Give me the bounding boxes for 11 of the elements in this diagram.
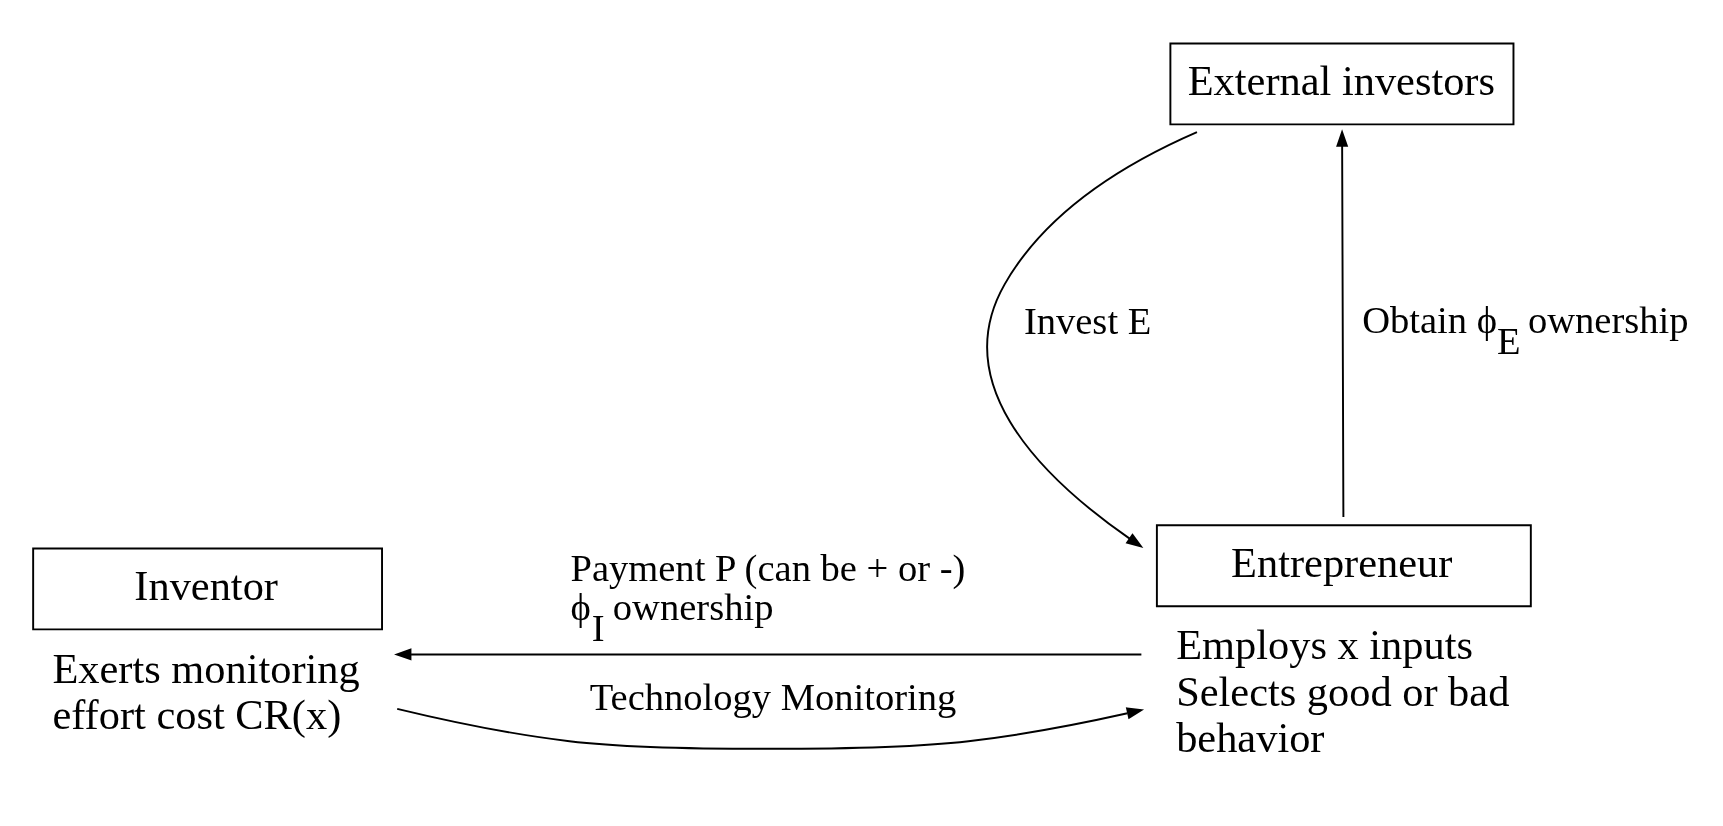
edge-label: Technology Monitoring [589, 675, 957, 718]
arrow [394, 647, 1143, 660]
arrow [986, 130, 1198, 548]
edge-label: Invest E [1023, 299, 1152, 342]
node-box: External investors [1169, 41, 1515, 125]
arrow [1336, 128, 1349, 518]
arrow [396, 706, 1145, 750]
node-box: Inventor [32, 546, 383, 630]
node-box: Entrepreneur [1155, 523, 1532, 607]
node-label: Employs x inputs Selects good or bad behavior [1176, 620, 1510, 761]
node-label: Exerts monitoring effort cost CR(x) [52, 644, 360, 738]
